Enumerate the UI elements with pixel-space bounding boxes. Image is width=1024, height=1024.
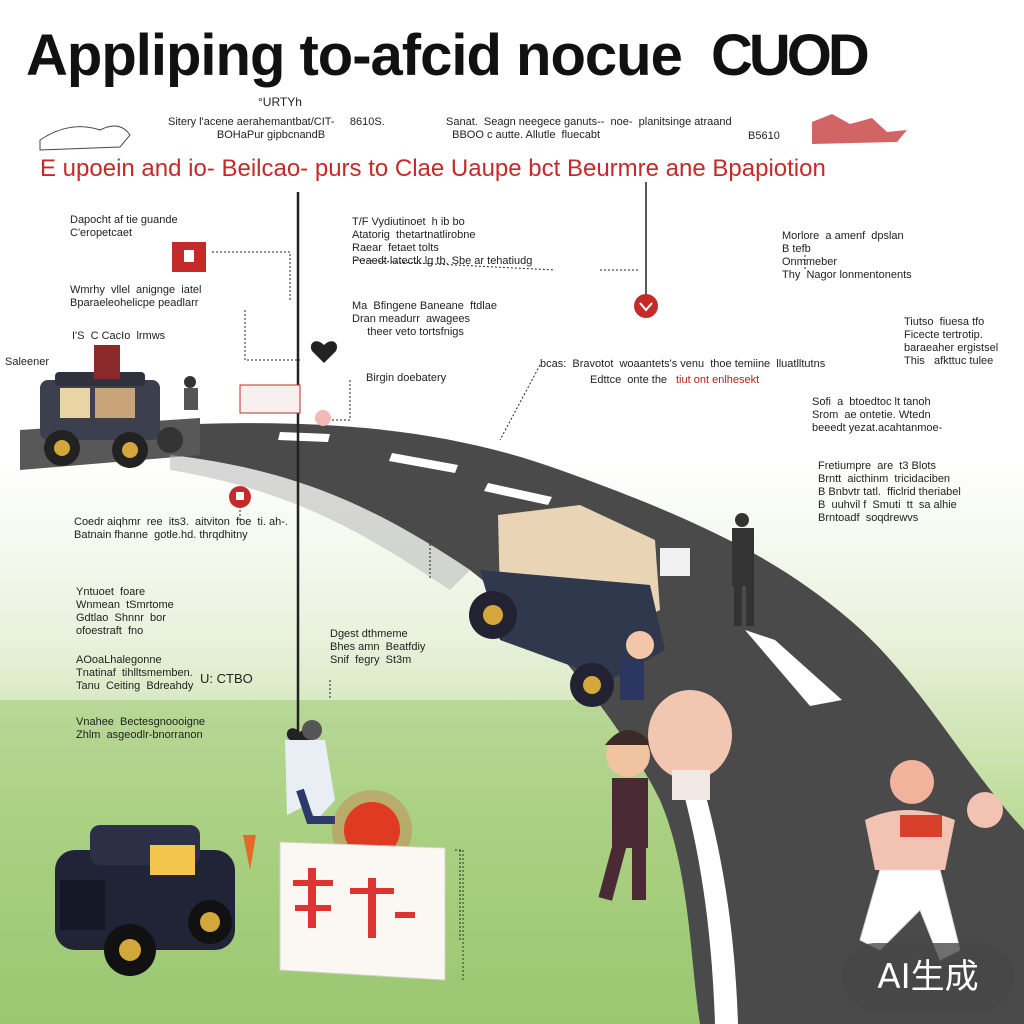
cartoon-person-2 <box>598 730 653 901</box>
callout-note-5: Morlore a amenf dpslan B tefb Onmmeber T… <box>782 230 912 281</box>
callout-note-10: Tiutso fiuesa tfo Ficecte tertrotip. bar… <box>904 316 999 367</box>
callout-note-1: Sanat. Seagn neegece ganuts-- noe- plani… <box>446 116 732 141</box>
vintage-car-left <box>40 345 183 468</box>
top-tag: °URTYh <box>258 95 302 109</box>
cartoon-person-1 <box>620 631 654 700</box>
top-right-doodle <box>812 114 907 144</box>
kneeling-person <box>285 720 335 824</box>
vintage-car-center <box>469 505 690 707</box>
callout-lines <box>212 182 806 940</box>
callout-note-7: Saleener <box>5 356 50 368</box>
callout-note-9: Ma Bfingene Baneane ftdlae Dran meadurr … <box>352 300 497 338</box>
callout-note-4: T/F Vydiutinoet h ib bo Atatorig thetart… <box>352 216 533 267</box>
callout-note-12: bcas: Bravotot woaantets's venu thoe tem… <box>540 358 826 370</box>
callout-note-16: Coedr aiqhmr ree its3. aitviton foe ti. … <box>74 516 288 541</box>
callout-note-19: Dgest dthmeme Bhes amn Beatfdiy Snif feg… <box>330 628 426 666</box>
page-title: Appliping to-afcid nocue CUOD <box>26 22 1006 89</box>
callout-note-15: Sofi a btoedtoc lt tanoh Srom ae ontetie… <box>812 396 943 434</box>
top-left-doodle <box>39 125 131 151</box>
car-bottom-left <box>55 825 235 976</box>
callout-note-17: Fretiumpre are t3 Blots Brntt aicthinm t… <box>818 460 961 524</box>
road-edge-line <box>680 775 738 1024</box>
lane-markings <box>278 432 842 706</box>
road-shoulder <box>170 455 470 590</box>
cartoon-runner <box>859 760 1003 961</box>
roadside-sign-left <box>239 384 301 414</box>
callout-note-11: Birgin doebatery <box>366 372 447 384</box>
callout-note-6: Wmrhy vllel anignge iatel Bparaeleohelic… <box>70 284 202 309</box>
callout-note-13: Edttce onte the <box>590 374 668 386</box>
carrot-icon <box>243 835 256 870</box>
subtitle: E upoein and io- Beilcao- purs to Clae U… <box>40 155 826 182</box>
page-title-text: Appliping to-afcid nocue <box>26 23 683 88</box>
title-logo: CUOD <box>710 23 870 88</box>
cartoon-person-3 <box>648 690 732 800</box>
ai-generated-badge: AI生成 <box>842 943 1014 1011</box>
callout-note-0: Sitery l'acene aerahemantbat/CIT- 8610S.… <box>168 116 385 141</box>
red-burst <box>344 802 400 858</box>
callout-note-18: Yntuoet foare Wnmean tSmrtome Gdtlao Shn… <box>76 586 174 637</box>
callout-note-22: Vnahee Bectesgnoooigne Zhlm asgeodlr-bno… <box>76 716 206 741</box>
road <box>170 423 1024 1024</box>
map-pin-icons <box>172 242 658 508</box>
callout-note-21: U: CTBO <box>200 671 253 686</box>
callout-note-20: AOoaLhalegonne Tnatinaf tihlltsmemben. T… <box>76 654 194 692</box>
pedestrian-center <box>732 513 754 626</box>
callout-note-3: Dapocht af tie guande C'eropetcaet <box>70 214 178 239</box>
signboard <box>279 841 464 981</box>
callout-note-2: B5610 <box>748 130 780 142</box>
pedestrian-left <box>184 376 198 410</box>
callout-note-14: tiut ont enlhesekt <box>676 374 760 386</box>
callout-note-8: I'S C CacIo lrmws <box>72 330 166 342</box>
